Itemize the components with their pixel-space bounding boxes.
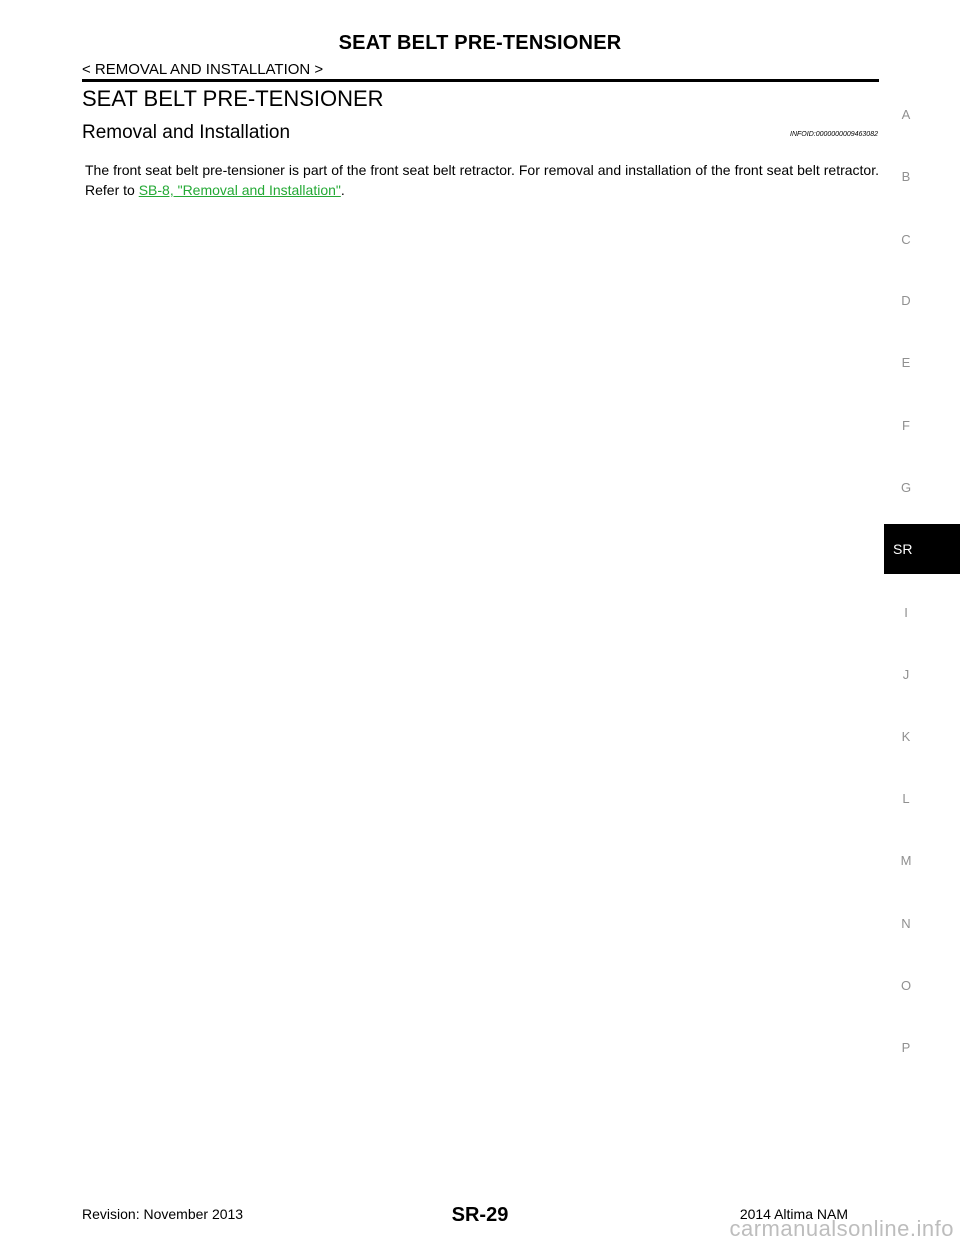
tab-letter-b[interactable]: B bbox=[901, 169, 911, 184]
breadcrumb: < REMOVAL AND INSTALLATION > bbox=[82, 61, 324, 78]
body-text-before-link: The front seat belt pre-tensioner is par… bbox=[85, 162, 879, 198]
tab-letter-f[interactable]: F bbox=[902, 418, 910, 433]
footer-revision: Revision: November 2013 bbox=[82, 1206, 244, 1222]
header-rule bbox=[82, 79, 879, 82]
tab-letter-c[interactable]: C bbox=[901, 232, 911, 247]
body-paragraph: The front seat belt pre-tensioner is par… bbox=[85, 160, 879, 200]
tab-letter-l[interactable]: L bbox=[902, 791, 910, 806]
reference-link[interactable]: SB-8, "Removal and Installation" bbox=[138, 182, 341, 198]
tab-letter-sr-active[interactable]: SR bbox=[884, 524, 960, 574]
tab-letter-i[interactable]: I bbox=[904, 605, 908, 620]
tab-index: A B C D E F G SR I J K L M N O P bbox=[884, 0, 960, 1242]
tab-letter-k[interactable]: K bbox=[901, 729, 911, 744]
tab-letter-p[interactable]: P bbox=[901, 1040, 911, 1055]
tab-letter-m[interactable]: M bbox=[900, 853, 912, 868]
watermark: carmanualsonline.info bbox=[729, 1216, 954, 1241]
tab-letter-g[interactable]: G bbox=[900, 480, 912, 495]
tab-letter-o[interactable]: O bbox=[900, 978, 912, 993]
info-id: INFOID:0000000009463082 bbox=[790, 131, 878, 138]
tab-letter-e[interactable]: E bbox=[901, 355, 911, 370]
running-title: SEAT BELT PRE-TENSIONER bbox=[338, 32, 622, 54]
footer-page-number: SR-29 bbox=[451, 1204, 509, 1226]
tab-letter-d[interactable]: D bbox=[901, 293, 911, 308]
tab-letter-a[interactable]: A bbox=[901, 107, 911, 122]
footer-model: 2014 Altima NAM bbox=[739, 1206, 848, 1222]
body-text-after-link: . bbox=[340, 182, 345, 198]
tab-letter-j[interactable]: J bbox=[902, 667, 910, 682]
subsection-title: Removal and Installation bbox=[82, 122, 291, 143]
tab-letter-n[interactable]: N bbox=[901, 916, 911, 931]
section-title: SEAT BELT PRE-TENSIONER bbox=[82, 86, 384, 111]
